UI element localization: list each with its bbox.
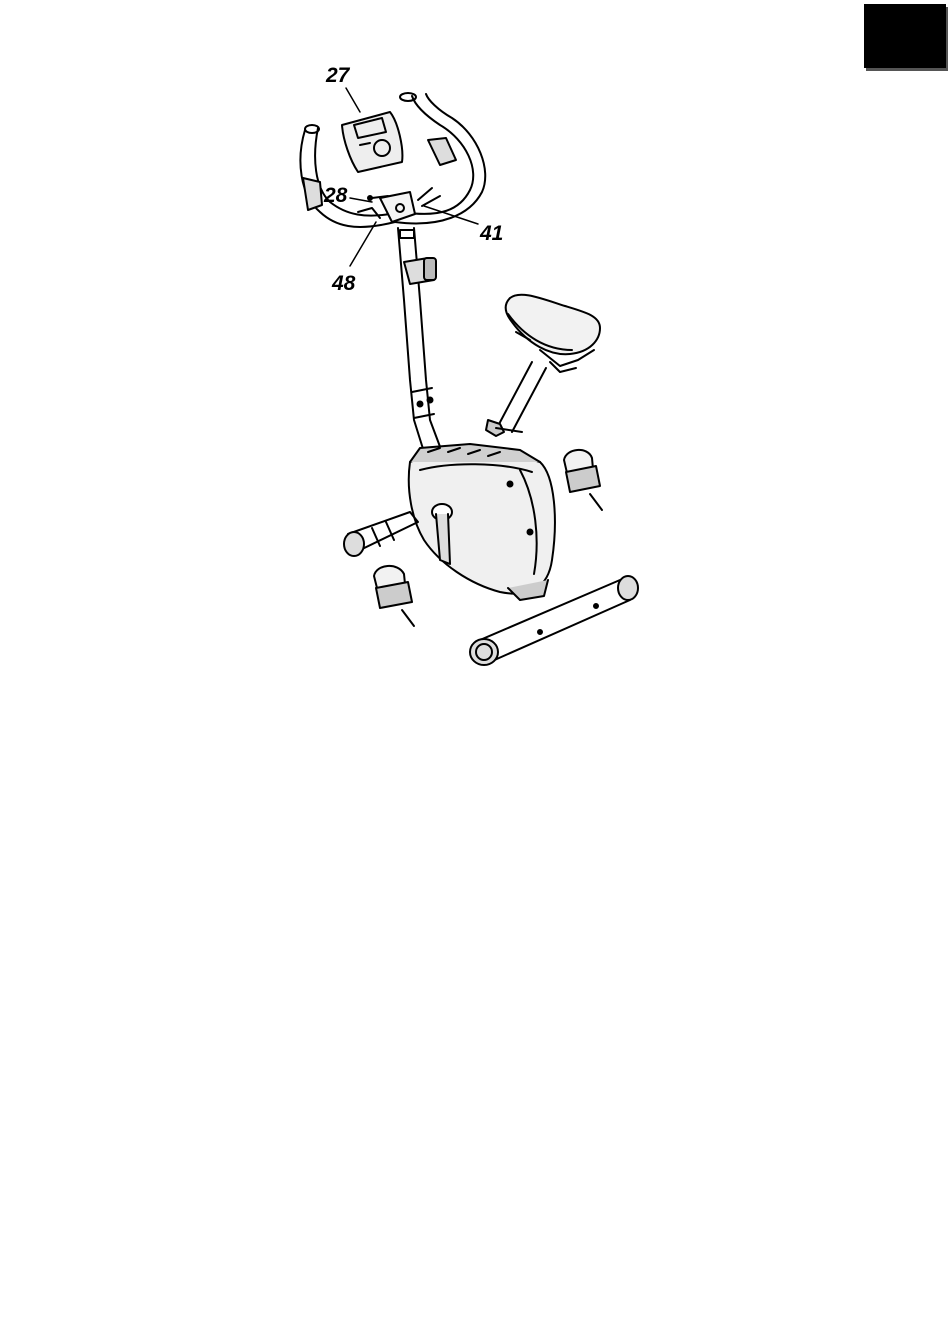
callout-41: 41: [479, 222, 503, 245]
left-pedal: [374, 566, 414, 626]
handlebar-bracket: [358, 188, 440, 222]
callout-27: 27: [325, 64, 351, 87]
callout-28: 28: [323, 184, 348, 207]
right-pedal: [564, 450, 602, 510]
front-post: [398, 228, 442, 452]
computer-console: [342, 112, 402, 172]
callout-leader-lines: [346, 88, 478, 266]
exercise-bike-diagram: 27 28 41 48: [0, 0, 950, 700]
seat-assembly: [486, 295, 600, 436]
flywheel-housing: [409, 444, 555, 594]
callout-48: 48: [331, 272, 356, 295]
